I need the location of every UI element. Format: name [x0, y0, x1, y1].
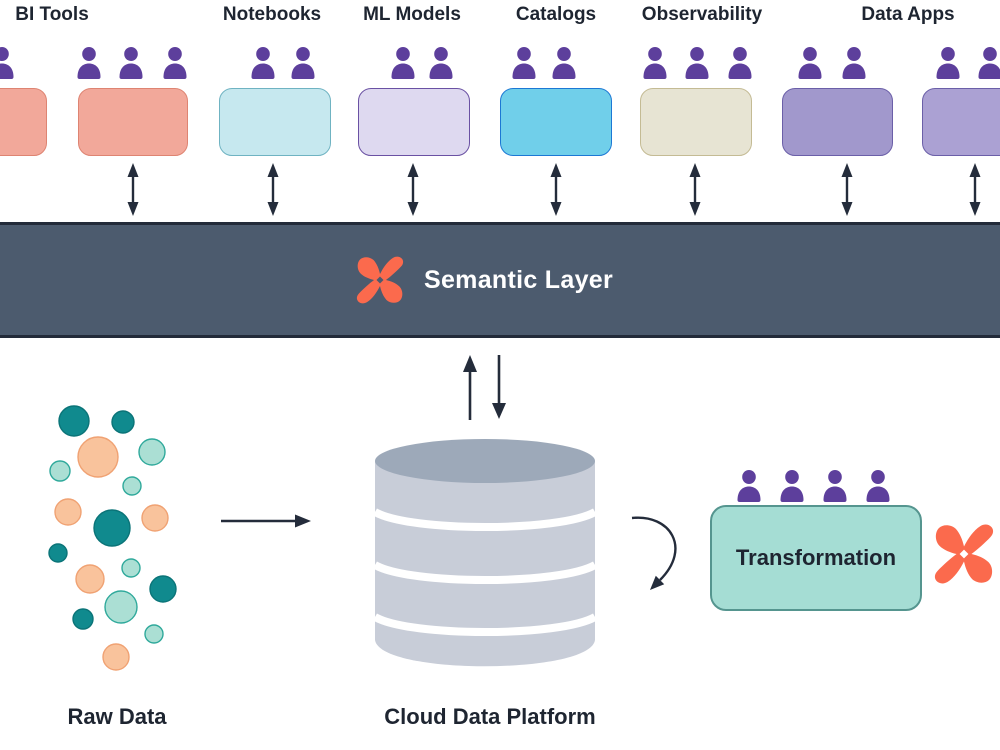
- semantic-layer-bar: [0, 222, 1000, 338]
- person-icon: [391, 47, 415, 79]
- person-icon: [685, 47, 709, 79]
- category-label-notebooks: Notebooks: [222, 4, 322, 25]
- dbt-logo-icon: [934, 524, 994, 584]
- bidirectional-arrow: [841, 163, 853, 216]
- person-icon: [866, 470, 890, 502]
- semantic-layer-label: Semantic Layer: [424, 265, 614, 294]
- person-icon: [291, 47, 315, 79]
- person-icon: [119, 47, 143, 79]
- raw-data-dot: [122, 476, 142, 496]
- person-icon: [728, 47, 752, 79]
- transformation-box: [710, 505, 922, 611]
- raw-data-dot: [102, 643, 130, 671]
- raw-data-dot: [121, 558, 141, 578]
- person-icon: [512, 47, 536, 79]
- raw-data-dot: [149, 575, 177, 603]
- tool-box-bi-tools-b: [78, 88, 188, 156]
- category-label-bi-tools: BI Tools: [15, 4, 89, 25]
- raw-data-dot: [138, 438, 166, 466]
- person-icon: [823, 470, 847, 502]
- person-icon: [798, 47, 822, 79]
- person-icon: [643, 47, 667, 79]
- category-label-ml-models: ML Models: [363, 4, 461, 25]
- tool-box-data-apps-b: [922, 88, 1000, 156]
- bidirectional-arrow: [127, 163, 139, 216]
- tool-box-ml-models: [358, 88, 470, 156]
- bidirectional-arrow: [267, 163, 279, 216]
- raw-data-dot: [72, 608, 94, 630]
- tool-box-catalogs: [500, 88, 612, 156]
- bidirectional-arrow: [550, 163, 562, 216]
- arrow-semantic-to-platform: [492, 355, 506, 419]
- tool-box-bi-tools-a: [0, 88, 47, 156]
- person-icon: [163, 47, 187, 79]
- person-icon: [978, 47, 1000, 79]
- person-icon: [251, 47, 275, 79]
- tool-box-observability: [640, 88, 752, 156]
- cloud-data-platform-label: Cloud Data Platform: [384, 704, 596, 729]
- person-icon: [936, 47, 960, 79]
- raw-data-dot: [111, 410, 135, 434]
- raw-data-dot: [58, 405, 90, 437]
- raw-data-label: Raw Data: [67, 704, 167, 729]
- person-icon: [842, 47, 866, 79]
- raw-data-dot: [48, 543, 68, 563]
- raw-data-dot: [104, 590, 138, 624]
- raw-data-dot: [54, 498, 82, 526]
- person-icon: [77, 47, 101, 79]
- person-icon: [737, 470, 761, 502]
- tool-box-data-apps-a: [782, 88, 893, 156]
- category-label-data-apps: Data Apps: [861, 4, 955, 25]
- bidirectional-arrow: [969, 163, 981, 216]
- raw-data-dot: [75, 564, 105, 594]
- person-icon: [552, 47, 576, 79]
- raw-data-dot: [49, 460, 71, 482]
- person-icon: [429, 47, 453, 79]
- arrow-platform-to-semantic: [463, 355, 477, 420]
- bidirectional-arrow: [689, 163, 701, 216]
- raw-data-dot: [77, 436, 119, 478]
- raw-data-dot: [141, 504, 169, 532]
- category-label-catalogs: Catalogs: [515, 4, 597, 25]
- tool-box-notebooks: [219, 88, 331, 156]
- arrow-transformation-cycle: [631, 516, 677, 590]
- raw-data-dot: [144, 624, 164, 644]
- database-cylinder-icon: [373, 439, 597, 667]
- person-icon: [0, 47, 14, 79]
- raw-data-dot: [93, 509, 131, 547]
- arrow-raw-to-platform: [221, 514, 311, 528]
- dbt-logo-icon: [356, 256, 404, 304]
- person-icon: [780, 470, 804, 502]
- transformation-label: Transformation: [735, 545, 897, 570]
- bidirectional-arrow: [407, 163, 419, 216]
- category-label-observability: Observability: [641, 4, 763, 25]
